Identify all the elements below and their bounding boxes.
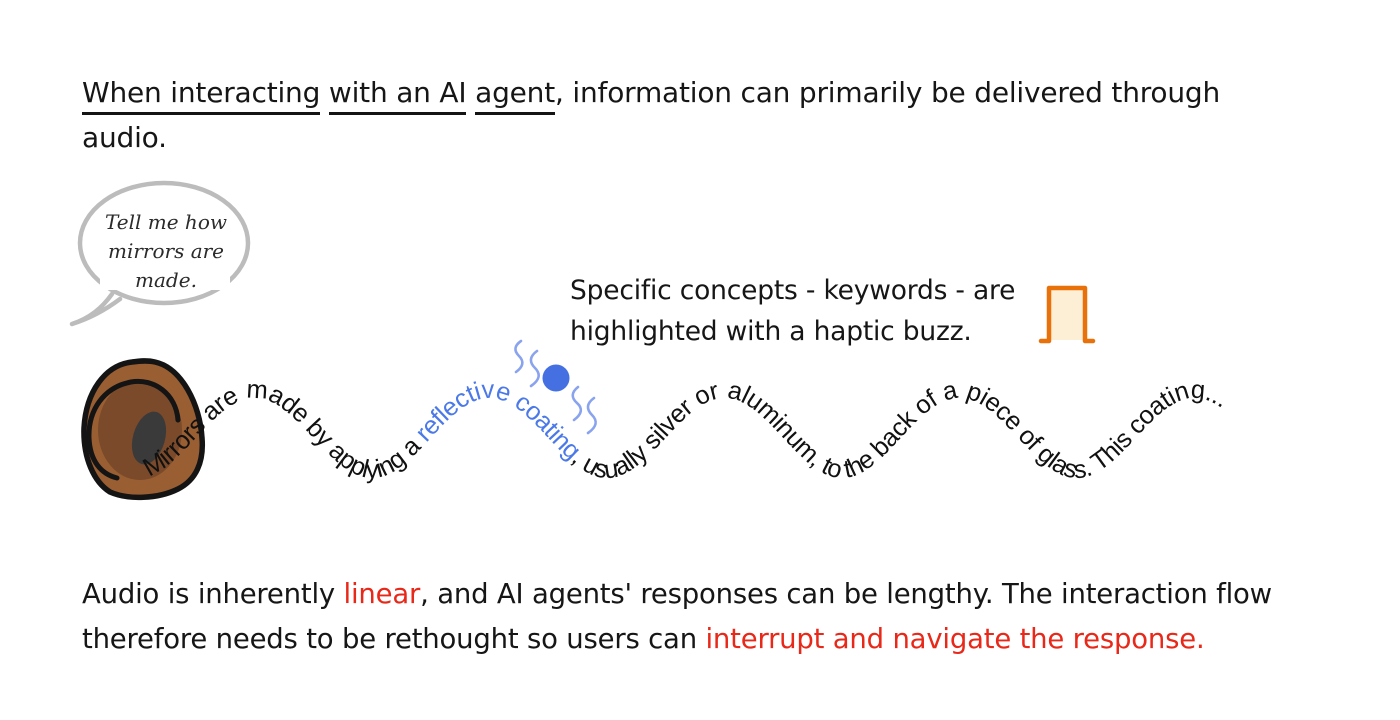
speech-bubble-text: Tell me how mirrors are made.: [96, 208, 236, 295]
buzz-squiggle-icon: [529, 349, 540, 388]
underlined-phrase-2: with an AI: [328, 76, 467, 115]
haptic-pulse-outline: [1038, 285, 1096, 344]
underlined-phrase-3: agent: [475, 76, 555, 115]
annotation-line-2: highlighted with a haptic buzz.: [570, 316, 972, 347]
haptic-buzz-marker: [514, 339, 597, 435]
keyword-linear: linear: [343, 578, 421, 610]
intro-line1-rest: , information can primarily be delivered…: [555, 76, 1221, 109]
intro-line-2: audio.: [82, 121, 167, 154]
haptic-annotation: Specific concepts - keywords - are highl…: [570, 270, 1015, 352]
ear-inner-outline: [86, 378, 181, 481]
bubble-line-3: made.: [135, 268, 197, 292]
bubble-line-2: mirrors are: [107, 239, 225, 263]
outro-line-1: Audio is inherently linear, and AI agent…: [82, 572, 1382, 617]
outro-line1-post: , and AI agents' responses can be length…: [420, 578, 1272, 610]
speech-bubble-tail-mask: [100, 230, 230, 290]
intro-paragraph: When interacting with an AI agent, infor…: [82, 70, 1322, 160]
outro-line1-pre: Audio is inherently: [82, 578, 344, 610]
speech-bubble-tail: [69, 291, 123, 327]
speech-bubble: [69, 180, 251, 327]
buzz-squiggle-icon: [586, 396, 597, 435]
haptic-pulse-fill: [1049, 288, 1085, 340]
underlined-phrase-1: When interacting: [82, 76, 320, 115]
buzz-squiggle-icon: [514, 339, 524, 374]
haptic-pulse-icon: [1038, 285, 1096, 344]
outro-line-2: therefore needs to be rethought so users…: [82, 617, 1382, 662]
intro-line-1: When interacting with an AI agent, infor…: [82, 70, 1322, 115]
outro-paragraph: Audio is inherently linear, and AI agent…: [82, 572, 1382, 662]
ear-canal: [131, 411, 167, 465]
wave-text-post: , usually silver or aluminum, to the bac…: [567, 376, 1234, 485]
haptic-dot-icon: [542, 364, 570, 392]
keyword-interrupt-navigate: interrupt and navigate the response.: [705, 623, 1205, 655]
outro-line2-pre: therefore needs to be rethought so users…: [82, 623, 706, 655]
annotation-line-1: Specific concepts - keywords - are: [570, 275, 1016, 306]
ear-icon: [81, 358, 206, 501]
buzz-squiggle-icon: [571, 385, 583, 422]
bubble-line-1: Tell me how: [105, 210, 227, 234]
